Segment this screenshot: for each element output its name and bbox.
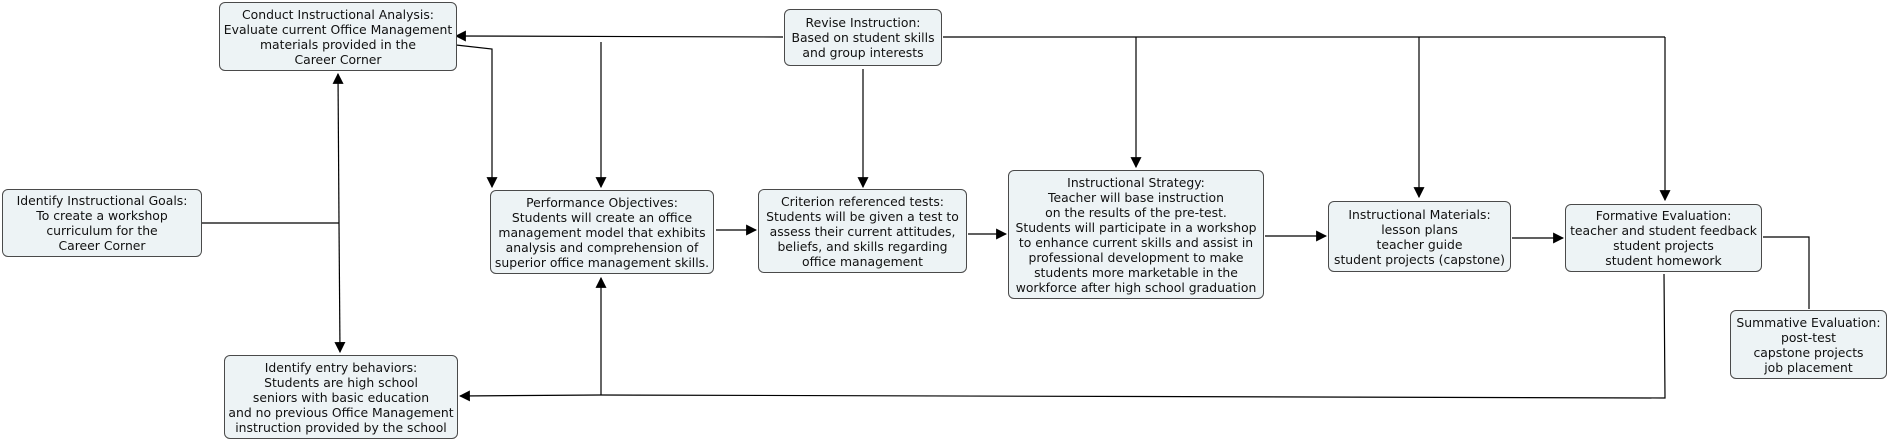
- node-revise-instruction-line: and group interests: [802, 45, 924, 60]
- node-criterion-tests-line: office management: [802, 253, 923, 269]
- node-performance-objectives-line: Performance Objectives:: [526, 194, 678, 210]
- node-performance-objectives: Performance Objectives: Students will cr…: [490, 190, 714, 274]
- connector-formative-to-summative: [1763, 236, 1810, 309]
- node-instructional-analysis-line: materials provided in the: [259, 36, 416, 52]
- node-formative-evaluation: Formative Evaluation: teacher and studen…: [1565, 204, 1762, 272]
- node-instructional-goals-line: Career Corner: [58, 238, 146, 253]
- node-criterion-tests-line: beliefs, and skills regarding: [777, 238, 948, 254]
- node-instructional-strategy-line: workforce after high school graduation: [1015, 279, 1257, 295]
- node-instructional-strategy-line: professional development to make: [1028, 249, 1244, 265]
- node-instructional-strategy-line: on the results of the pre-test.: [1045, 204, 1227, 220]
- node-instructional-analysis-line: Conduct Instructional Analysis:: [242, 6, 434, 22]
- node-instructional-analysis: Conduct Instructional Analysis: Evaluate…: [219, 2, 457, 71]
- node-entry-behaviors-line: Students are high school: [264, 374, 418, 390]
- node-performance-objectives-line: management model that exhibits: [498, 224, 706, 240]
- connector-junction-to-analysis: [332, 72, 344, 224]
- node-revise-instruction-line: Based on student skills: [791, 30, 935, 45]
- node-criterion-tests-line: Criterion referenced tests:: [781, 193, 944, 209]
- node-instructional-materials-line: Instructional Materials:: [1348, 206, 1491, 222]
- node-summative-evaluation-line: post-test: [1780, 329, 1837, 345]
- node-instructional-goals-line: To create a workshop: [36, 208, 168, 223]
- node-instructional-strategy-line: Students will participate in a workshop: [1015, 219, 1257, 235]
- node-formative-evaluation-line: student homework: [1605, 253, 1722, 268]
- node-performance-objectives-line: superior office management skills.: [494, 254, 710, 270]
- node-instructional-strategy: Instructional Strategy: Teacher will bas…: [1008, 170, 1264, 299]
- node-criterion-tests: Criterion referenced tests: Students wil…: [758, 189, 967, 273]
- node-instructional-goals: Identify Instructional Goals: To create …: [2, 189, 202, 257]
- connector-junction-to-entry: [334, 222, 346, 354]
- node-instructional-materials-line: lesson plans: [1381, 221, 1458, 237]
- node-entry-behaviors-line: and no previous Office Management: [228, 404, 454, 420]
- node-instructional-materials-line: student projects (capstone): [1333, 251, 1505, 267]
- node-performance-objectives-line: Students will create an office: [511, 209, 693, 225]
- node-criterion-tests-line: assess their current attitudes,: [769, 223, 956, 239]
- node-entry-behaviors-line: instruction provided by the school: [235, 419, 447, 435]
- connectors: [202, 30, 1810, 402]
- node-instructional-strategy-line: Instructional Strategy:: [1067, 174, 1205, 190]
- node-entry-behaviors-line: seniors with basic education: [252, 389, 430, 405]
- connector-revise-to-analysis: [454, 30, 784, 42]
- node-summative-evaluation: Summative Evaluation: post-test capstone…: [1730, 310, 1887, 379]
- node-instructional-goals-line: Identify Instructional Goals:: [16, 193, 188, 208]
- connector-analysis-to-objectives: [455, 44, 498, 189]
- node-instructional-goals-line: curriculum for the: [46, 223, 158, 238]
- node-instructional-analysis-line: Evaluate current Office Management: [223, 21, 453, 37]
- node-instructional-strategy-line: Teacher will base instruction: [1048, 189, 1224, 205]
- node-instructional-strategy-line: students more marketable in the: [1034, 264, 1238, 280]
- node-formative-evaluation-line: Formative Evaluation:: [1595, 208, 1732, 223]
- node-formative-evaluation-line: teacher and student feedback: [1570, 223, 1757, 238]
- connector-formative-loop: [458, 273, 1666, 402]
- node-revise-instruction: Revise Instruction: Based on student ski…: [784, 9, 942, 66]
- node-entry-behaviors-line: Identify entry behaviors:: [264, 359, 418, 375]
- node-revise-instruction-line: Revise Instruction:: [805, 15, 921, 30]
- node-instructional-strategy-line: to enhance current skills and assist in: [1018, 234, 1254, 250]
- node-entry-behaviors: Identify entry behaviors: Students are h…: [224, 355, 458, 439]
- node-instructional-materials-line: teacher guide: [1376, 236, 1463, 252]
- node-instructional-analysis-line: Career Corner: [294, 51, 382, 67]
- node-summative-evaluation-line: capstone projects: [1753, 344, 1864, 360]
- node-summative-evaluation-line: job placement: [1764, 359, 1853, 375]
- node-performance-objectives-line: analysis and comprehension of: [505, 239, 699, 255]
- node-criterion-tests-line: Students will be given a test to: [766, 208, 959, 224]
- node-summative-evaluation-line: Summative Evaluation:: [1736, 314, 1881, 330]
- node-formative-evaluation-line: student projects: [1613, 238, 1714, 253]
- node-instructional-materials: Instructional Materials: lesson plans te…: [1328, 201, 1511, 272]
